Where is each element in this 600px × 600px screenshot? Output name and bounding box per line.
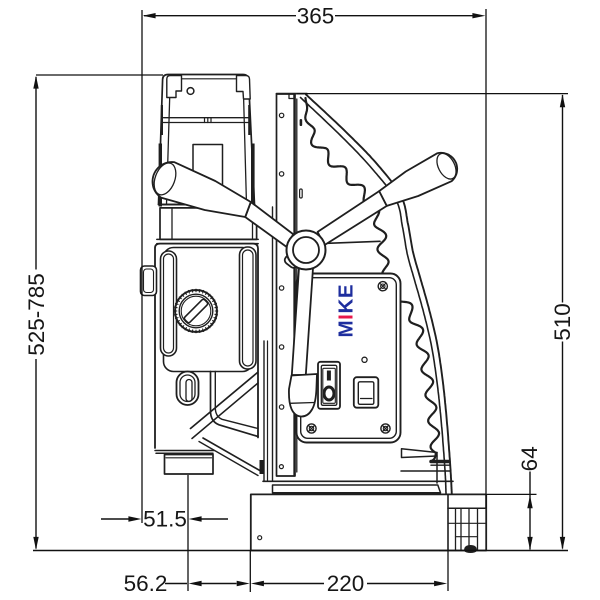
- svg-text:525-785: 525-785: [24, 273, 49, 356]
- svg-text:510: 510: [550, 303, 575, 341]
- svg-text:MIKE: MIKE: [335, 284, 358, 338]
- svg-text:56.2: 56.2: [124, 571, 168, 596]
- svg-text:51.5: 51.5: [143, 507, 187, 532]
- svg-text:220: 220: [327, 571, 365, 596]
- svg-text:64: 64: [517, 446, 542, 471]
- svg-text:365: 365: [297, 4, 335, 29]
